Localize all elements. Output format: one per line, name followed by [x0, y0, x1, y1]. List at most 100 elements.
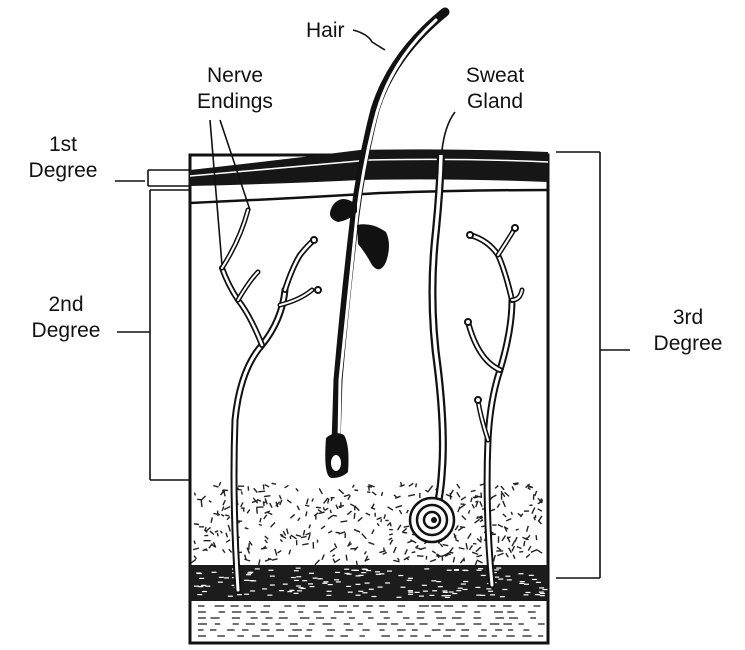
subcutaneous-speckle [213, 486, 218, 488]
subcutaneous-speckle [272, 483, 276, 484]
subcutaneous-speckle [323, 507, 324, 510]
subcutaneous-speckle [291, 535, 297, 539]
subcutaneous-speckle [472, 504, 474, 508]
subcutaneous-speckle [245, 528, 249, 529]
subcutaneous-speckle [254, 488, 258, 492]
subcutaneous-speckle [528, 488, 531, 490]
first-degree-label: 1st Degree [18, 132, 108, 184]
sweat-gland-label: Sweat Gland [440, 63, 550, 115]
subcutaneous-speckle [506, 553, 508, 557]
subcutaneous-speckle [225, 515, 229, 516]
sweat-gland-leader-line [442, 112, 455, 150]
sweat-gland-label-line2: Gland [440, 89, 550, 115]
subcutaneous-speckle [511, 512, 512, 515]
subcutaneous-speckle [244, 559, 250, 561]
subcutaneous-speckle [325, 508, 329, 510]
subcutaneous-speckle [316, 507, 321, 508]
first-degree-bracket [115, 170, 190, 186]
subcutaneous-speckle [290, 514, 294, 518]
subcutaneous-speckle [367, 486, 372, 487]
subcutaneous-speckle [469, 545, 472, 549]
subcutaneous-speckle [333, 559, 335, 562]
subcutaneous-speckle [443, 545, 449, 546]
nerve-endings-label-line2: Endings [180, 89, 290, 115]
subcutaneous-speckle [476, 547, 481, 552]
subcutaneous-speckle [227, 517, 230, 520]
subcutaneous-speckle [194, 556, 196, 559]
subcutaneous-speckle [536, 550, 542, 554]
subcutaneous-speckle [409, 483, 414, 486]
subcutaneous-speckle [280, 539, 282, 541]
subcutaneous-speckle [412, 552, 416, 553]
subcutaneous-speckle [228, 525, 230, 531]
subcutaneous-speckle [197, 499, 202, 500]
subcutaneous-speckle [339, 489, 344, 493]
subcutaneous-speckle [405, 549, 408, 554]
subcutaneous-speckle [265, 485, 269, 487]
subcutaneous-speckle [480, 520, 483, 522]
subcutaneous-speckle [389, 538, 392, 540]
subcutaneous-speckle [512, 486, 514, 490]
subcutaneous-speckle [449, 547, 453, 552]
subcutaneous-speckle [298, 518, 300, 521]
subcutaneous-speckle [538, 520, 541, 524]
subcutaneous-speckle [455, 539, 458, 541]
subcutaneous-speckle [498, 524, 503, 527]
nerve-endings-label: Nerve Endings [180, 63, 290, 115]
subcutaneous-speckle [519, 552, 523, 553]
subcutaneous-speckle [306, 511, 307, 516]
subcutaneous-speckle [453, 557, 454, 562]
subcutaneous-speckle [259, 559, 260, 565]
sebaceous-gland-right [357, 224, 389, 269]
subcutaneous-speckle [263, 501, 264, 506]
subcutaneous-speckle [503, 514, 506, 517]
subcutaneous-speckle [226, 540, 230, 542]
subcutaneous-speckle [497, 504, 500, 508]
subcutaneous-speckle [358, 517, 362, 521]
subcutaneous-speckle [516, 529, 519, 530]
subcutaneous-speckle [319, 488, 322, 494]
subcutaneous-speckle [336, 505, 338, 509]
subcutaneous-speckle [281, 536, 286, 539]
subcutaneous-speckle [334, 543, 336, 548]
nerve-tree-left [222, 210, 321, 590]
subcutaneous-speckle [403, 532, 408, 533]
subcutaneous-speckle [396, 506, 403, 508]
second-degree-bracket [117, 190, 190, 480]
subcutaneous-speckle [259, 524, 262, 525]
muscle-layer [198, 606, 545, 636]
subcutaneous-speckle [309, 525, 310, 529]
subcutaneous-speckle [333, 515, 337, 516]
subcutaneous-speckle [457, 484, 460, 488]
subcutaneous-speckle [466, 543, 467, 549]
first-degree-label-line2: Degree [18, 158, 108, 184]
third-degree-bracket [556, 152, 630, 578]
subcutaneous-speckle [480, 501, 482, 506]
subcutaneous-speckle [209, 501, 212, 503]
subcutaneous-speckle [296, 488, 298, 491]
sweat-gland-coil [410, 498, 454, 542]
subcutaneous-speckle [459, 548, 465, 549]
subcutaneous-speckle [319, 512, 325, 514]
subcutaneous-speckle [344, 495, 350, 497]
second-degree-label-line2: Degree [18, 318, 114, 344]
subcutaneous-speckle [497, 547, 501, 550]
subcutaneous-speckle [321, 526, 325, 529]
subcutaneous-speckle [348, 495, 351, 499]
subcutaneous-speckle [194, 541, 195, 545]
subcutaneous-speckle [472, 552, 478, 554]
subcutaneous-speckle [302, 544, 308, 545]
third-degree-label-line1: 3rd [634, 305, 742, 331]
subcutaneous-speckle [221, 515, 224, 517]
subcutaneous-speckle [432, 551, 435, 553]
subcutaneous-speckle [455, 525, 458, 530]
subcutaneous-speckle [336, 532, 340, 533]
subcutaneous-speckle [279, 495, 281, 499]
subcutaneous-speckle [241, 502, 243, 506]
subcutaneous-speckle [263, 484, 264, 489]
subcutaneous-speckle [285, 485, 289, 487]
subcutaneous-speckle [241, 491, 242, 494]
subcutaneous-speckle [332, 555, 334, 557]
subcutaneous-speckle [334, 559, 340, 563]
subcutaneous-speckle [457, 492, 460, 497]
